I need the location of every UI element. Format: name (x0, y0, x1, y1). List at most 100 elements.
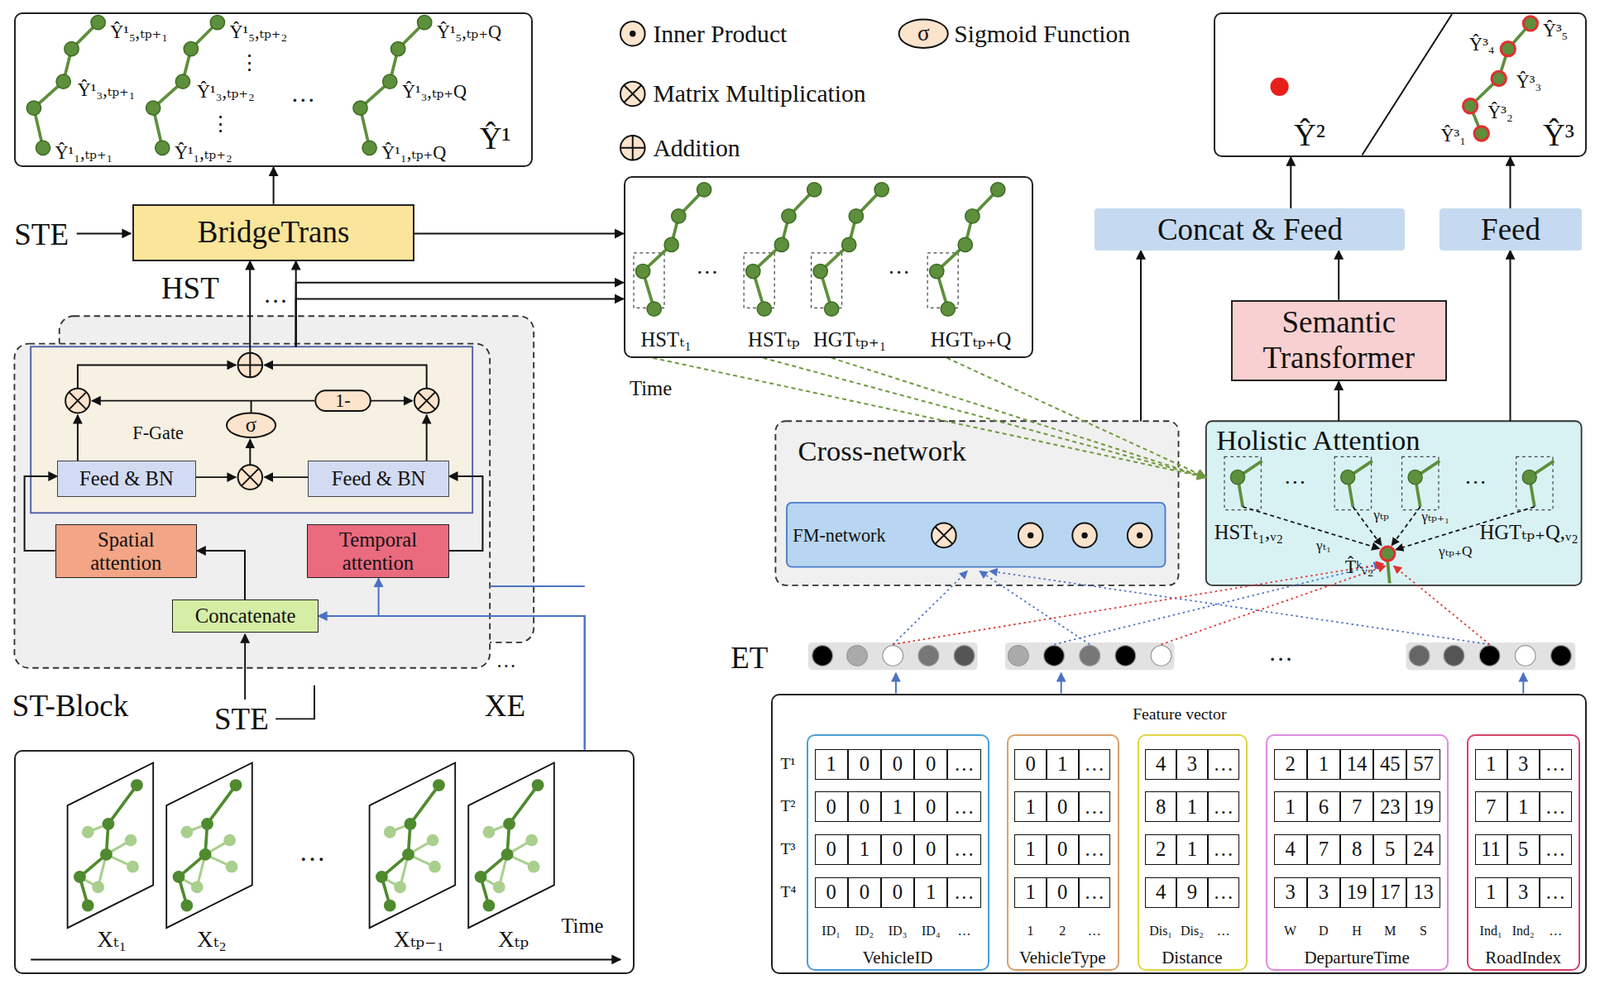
group-name: Distance (1136, 946, 1247, 972)
holistic-frame (1206, 421, 1582, 586)
table-cell: 3 (1307, 877, 1341, 909)
illustration (65, 388, 91, 414)
table-cell: 1 (1307, 749, 1341, 781)
free-label: XE (484, 688, 526, 724)
column-header: D (1307, 918, 1341, 945)
legend-text: Sigmoid Function (953, 19, 1131, 48)
panel-label: Feature vector (1132, 704, 1227, 724)
table-cell: 4 (1144, 749, 1177, 781)
f-gate-wiring (196, 476, 236, 479)
table-cell: … (1078, 791, 1112, 823)
st-block-frames (30, 346, 473, 513)
table-cell: 11 (1475, 834, 1508, 866)
panel-label: HGTₜₚ₊₁ (813, 328, 887, 352)
table-cell: 4 (1144, 877, 1177, 909)
group-name: VehicleID (806, 946, 990, 972)
panel-label: ST-Block (12, 688, 129, 724)
process-box: Temporal attention (306, 524, 449, 579)
gate-frame: F-Gateσ1-Feed & BNFeed & BN (30, 346, 473, 513)
timeline-chains (743, 182, 822, 317)
table-cell: 3 (1507, 749, 1540, 781)
network-frame: Cross-networkFM-network (775, 421, 1179, 586)
input-graphs (468, 762, 555, 929)
free-label: … (1268, 638, 1294, 667)
embedding-dots (895, 673, 1524, 695)
cross-network-frame (1018, 523, 1044, 549)
panel-label: Xₜ₁ (96, 928, 127, 954)
output-panel-art (1361, 14, 1452, 155)
embedding-dots (1044, 646, 1065, 667)
table-cell: … (947, 834, 981, 866)
panel-label: Holistic Attention (1216, 424, 1420, 458)
free-label: … (495, 649, 517, 673)
table-cell: … (1078, 834, 1112, 866)
embedding-dots (882, 646, 904, 667)
illustration (238, 464, 264, 490)
table-cell: 7 (1307, 834, 1341, 866)
embedding-dots (892, 564, 1384, 645)
panel-label: Time (560, 914, 604, 939)
embedding-dots (1408, 646, 1430, 667)
legend-text: Inner Product (652, 19, 787, 48)
connector (378, 578, 585, 750)
panel-label: γₜₚ₊₁ (1421, 508, 1450, 526)
holistic-frame (1402, 456, 1441, 510)
connector (449, 476, 484, 551)
table-cell: 0 (814, 791, 848, 823)
table-cell: 1 (1475, 877, 1508, 909)
table-cell: 24 (1406, 834, 1440, 866)
table-cell: 5 (1507, 834, 1540, 866)
connector (947, 358, 1207, 478)
column-header: W (1274, 918, 1308, 945)
legend-symbols (899, 19, 949, 48)
panel-label: Xₜₚ₋₁ (393, 928, 445, 954)
input-graphs (30, 958, 621, 961)
table-cell: 8 (1340, 834, 1374, 866)
output-panel-art (1474, 126, 1489, 141)
column-header: 2 (1046, 918, 1079, 945)
table-cell: 0 (881, 749, 915, 781)
feature-group: 01…10…10…10…12…VehicleType (1006, 734, 1120, 972)
legend-symbols (620, 21, 646, 47)
table-cell: 3 (1176, 749, 1208, 781)
holistic-frame (1206, 421, 1582, 586)
table-cell: … (1078, 749, 1112, 781)
table-cell: 0 (847, 749, 882, 781)
embedding-dots (918, 646, 939, 667)
holistic-frame (1334, 456, 1373, 510)
embedding-dots (1060, 673, 1063, 695)
embedding-dots (979, 571, 1090, 646)
column-header: ID₂ (847, 918, 882, 945)
panel-label: … (1464, 464, 1487, 491)
cross-network-frame (1072, 523, 1098, 549)
table-cell: … (947, 791, 981, 823)
connector (1337, 250, 1340, 301)
f-gate-wiring (76, 415, 79, 461)
timeline-chains (633, 182, 1006, 317)
output-panel-art (1463, 99, 1478, 114)
free-label: STE (214, 701, 269, 738)
embedding-dots (1008, 646, 1030, 667)
panel-label: FM-network (792, 525, 886, 547)
connector (296, 298, 624, 347)
process-box: Feed & BN (57, 460, 197, 497)
side-wires (275, 685, 315, 720)
table-cell: 14 (1340, 749, 1374, 781)
panel-label: Ŷ¹₅,ₜₚ₊₁ (110, 22, 168, 44)
box-label: BridgeTrans (138, 215, 408, 251)
panel-label: Cross-network (798, 435, 967, 470)
table-cell: 0 (814, 834, 848, 866)
embedding-dots (1079, 646, 1101, 667)
panel-label: F-Gate (132, 422, 184, 445)
attention-frame: Holistic AttentionHSTₜ₁,ᵥ₂…γₜₚγₜₚ₊₁…γₜ₁γ… (1206, 421, 1582, 586)
box-label: Concat & Feed (1099, 211, 1400, 248)
column-header: ID₄ (914, 918, 948, 945)
holistic-frame (1380, 546, 1395, 561)
table-cell: 0 (914, 791, 948, 823)
box-label: Concatenate (177, 604, 312, 628)
output-panel-art (1269, 77, 1289, 96)
panel-label: T̂ᵏᵥ₂ (1345, 556, 1375, 579)
table-cell: 0 (881, 834, 915, 866)
connector (249, 261, 251, 348)
table-cell: 45 (1373, 749, 1407, 781)
